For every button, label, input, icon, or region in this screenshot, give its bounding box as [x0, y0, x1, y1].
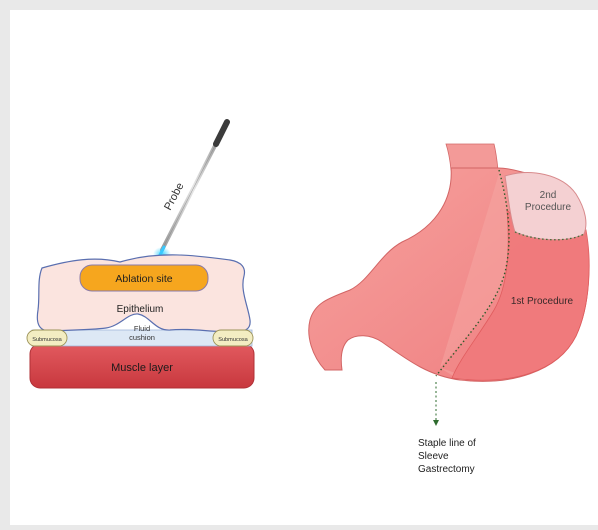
probe-handle	[216, 122, 227, 144]
staple-line-label-1: Staple line of	[418, 438, 476, 449]
probe: Probe	[153, 122, 227, 261]
stomach-diagram: 2nd Procedure 1st Procedure Staple line …	[309, 144, 589, 475]
ablation-site: Ablation site	[80, 265, 208, 291]
second-procedure-label-line1: 2nd	[540, 190, 557, 201]
esophagus	[446, 144, 498, 170]
epithelium-label: Epithelium	[117, 304, 164, 315]
submucosa-left: Submucosa	[27, 330, 67, 346]
ablation-diagram: Probe Muscle layer Epithelium Ablation s…	[27, 122, 254, 388]
second-procedure-label-line2: Procedure	[525, 202, 572, 213]
staple-line-label-2: Sleeve	[418, 451, 449, 462]
fluid-cushion-label-line2: cushion	[129, 333, 155, 342]
staple-line-label-3: Gastrectomy	[418, 464, 475, 475]
muscle-layer-label: Muscle layer	[111, 362, 173, 374]
ablation-site-label: Ablation site	[115, 273, 172, 285]
staple-line-pointer	[433, 382, 439, 426]
submucosa-right-label: Submucosa	[218, 337, 248, 343]
fluid-cushion-label-line1: Fluid	[134, 324, 150, 333]
first-procedure-label: 1st Procedure	[511, 296, 574, 307]
submucosa-right: Submucosa	[213, 330, 253, 346]
submucosa-left-label: Submucosa	[32, 337, 62, 343]
figure-panel: Probe Muscle layer Epithelium Ablation s…	[10, 10, 598, 525]
diagram-canvas: Probe Muscle layer Epithelium Ablation s…	[10, 10, 598, 525]
muscle-layer: Muscle layer	[30, 344, 254, 388]
